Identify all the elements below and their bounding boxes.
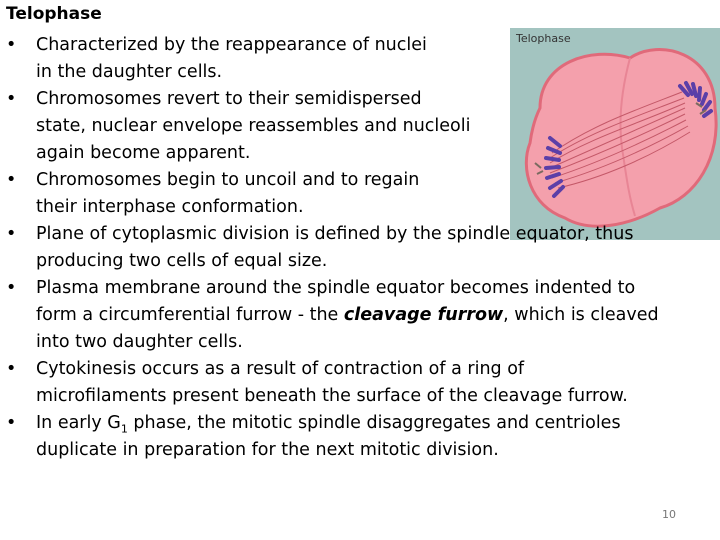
bullet-item: Cytokinesis occurs as a result of contra… [6,356,714,410]
slide-number: 10 [662,508,676,521]
bullet-item: In early G1 phase, the mitotic spindle d… [6,410,714,464]
bullet-item: Plasma membrane around the spindle equat… [6,275,714,356]
bullet-item: Chromosomes revert to their semidisperse… [6,86,714,167]
bullet-list: Characterized by the reappearance of nuc… [6,32,714,464]
bullet-item: Plane of cytoplasmic division is defined… [6,221,714,275]
bullet-item: Characterized by the reappearance of nuc… [6,32,714,86]
slide-title: Telophase [6,4,102,24]
bullet-item: Chromosomes begin to uncoil and to regai… [6,167,714,221]
cleavage-furrow-term: cleavage furrow [343,305,504,325]
